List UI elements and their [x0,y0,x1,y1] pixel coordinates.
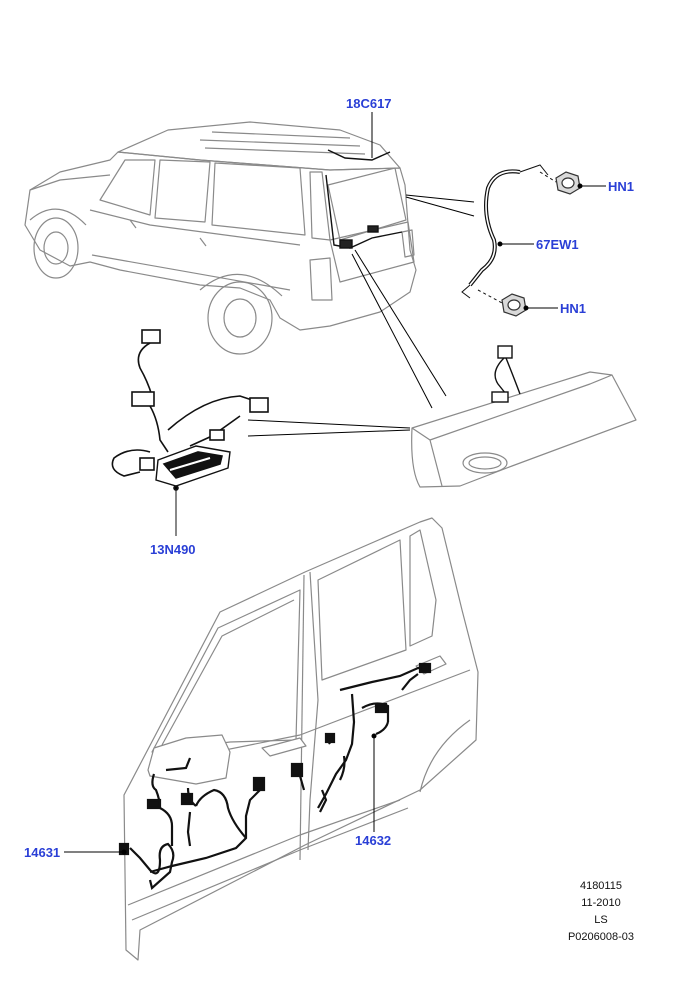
doors-illustration [123,517,479,961]
strut-cable-67ew1 [461,164,557,305]
callout-hn1-upper: HN1 [608,179,635,194]
drawing-date: 11-2010 [581,897,621,909]
callout-67ew1: 67EW1 [536,237,579,252]
leader-lines [247,112,475,437]
front-door-harness-14631 [118,757,266,891]
callout-leaders-right [497,183,606,311]
rear-door-leader [371,733,377,832]
drawing-code: 4180115 [579,880,622,892]
trim-panel-harness [491,345,521,403]
callout-14632: 14632 [355,833,392,848]
callout-18c617: 18C617 [346,96,392,111]
tail-harness-on-vehicle [325,149,403,249]
drawing-metadata: 4180115 11-2010 LS P0206008-03 [568,878,634,946]
callout-13n490: 13N490 [150,542,196,557]
drawing-variant: LS [594,914,608,926]
drawing-ref: P0206008-03 [567,931,634,943]
nut-upper [555,171,581,195]
callout-14631: 14631 [24,845,61,860]
tailgate-trim-panel [411,371,637,488]
vehicle-illustration [24,121,417,355]
rear-door-harness-14632 [290,662,432,813]
nut-lower [501,293,527,317]
front-door-leader [64,849,127,855]
lamp-harness-13n490 [111,329,269,536]
callout-hn1-lower: HN1 [560,301,587,316]
